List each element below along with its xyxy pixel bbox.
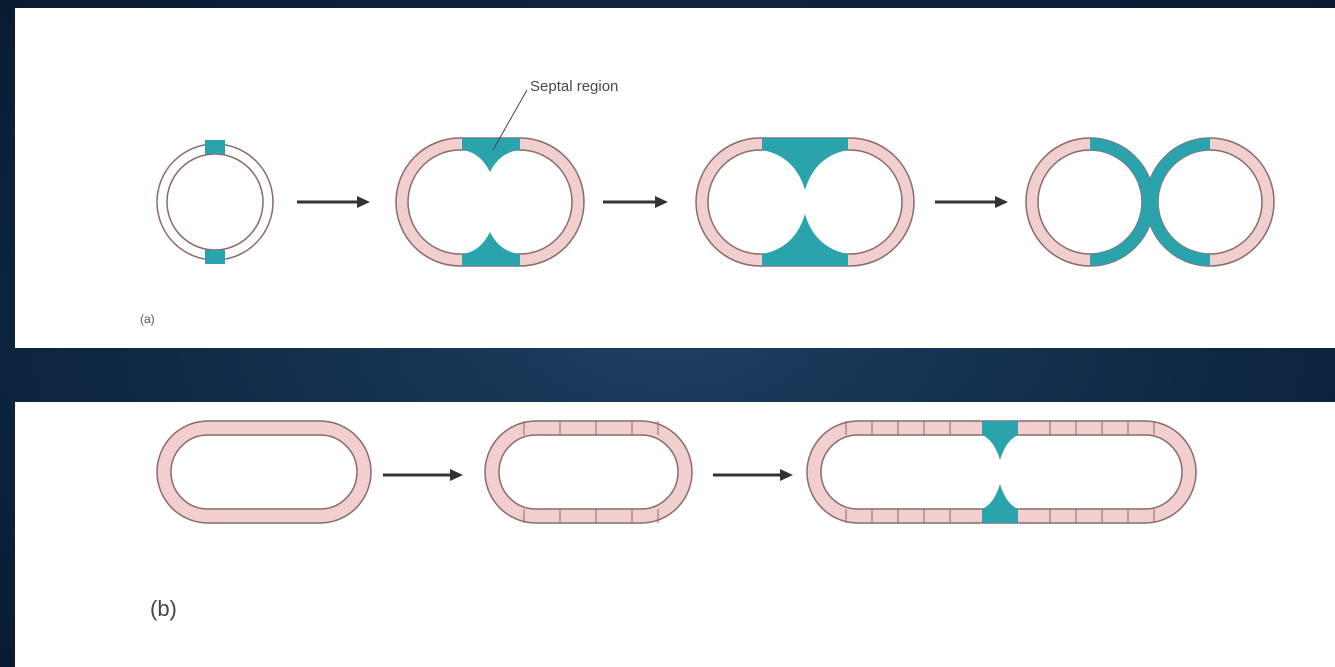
coccus-stage-1 [157,140,273,264]
rod-stage-1 [157,421,371,523]
panel-b-label: (b) [150,596,177,622]
coccus-stage-4 [1026,138,1274,266]
coccus-stage-3 [696,138,914,266]
arrow-a-2 [603,196,668,208]
rod-stage-2 [485,421,692,523]
septal-spot-top [205,140,225,154]
septal-spot-bottom [205,250,225,264]
rod-stage-3 [807,421,1196,523]
coccus-stage-2 [396,138,584,266]
arrow-b-2 [713,469,793,481]
arrow-b-1 [383,469,463,481]
arrow-a-3 [935,196,1008,208]
arrow-a-1 [297,196,370,208]
panel-a-label: (a) [140,312,155,326]
septal-region-label: Septal region [530,78,618,95]
